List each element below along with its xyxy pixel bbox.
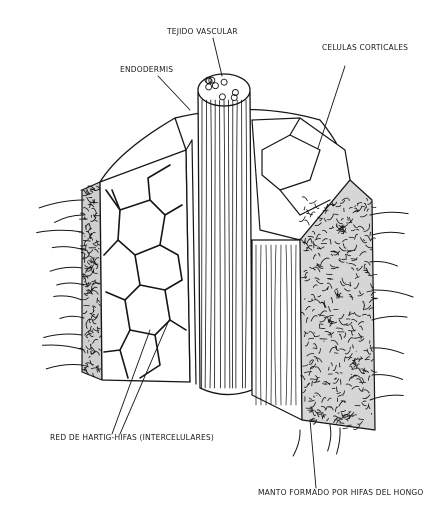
extramatrical-hypha bbox=[37, 230, 82, 232]
extramatrical-hypha bbox=[372, 375, 403, 380]
extramatrical-hypha bbox=[57, 283, 84, 285]
leader-tejido-vascular bbox=[213, 38, 222, 76]
hypha-strand bbox=[350, 347, 351, 349]
extramatrical-hypha bbox=[370, 348, 403, 354]
extramatrical-hypha bbox=[52, 247, 84, 250]
extramatrical-hypha bbox=[370, 262, 398, 267]
extramatrical-hypha bbox=[39, 200, 84, 208]
hypha-strand bbox=[84, 257, 85, 262]
extramatrical-hypha bbox=[372, 290, 413, 297]
extramatrical-hypha bbox=[55, 215, 85, 222]
extramatrical-hypha bbox=[337, 428, 341, 454]
extramatrical-hypha bbox=[54, 296, 82, 300]
extramatrical-hypha bbox=[372, 232, 404, 235]
extramatrical-hypha bbox=[372, 316, 407, 320]
extramatrical-hypha bbox=[370, 212, 408, 215]
extramatrical-hypha bbox=[43, 345, 85, 350]
extramatrical-hypha bbox=[46, 364, 82, 368]
leader-endodermis bbox=[158, 76, 190, 110]
hypha-strand bbox=[314, 333, 315, 334]
extramatrical-hypha bbox=[60, 316, 84, 318]
label-tejido-vascular: TEJIDO VASCULAR bbox=[166, 27, 238, 36]
label-endodermis: ENDODERMIS bbox=[120, 65, 173, 74]
extramatrical-hypha bbox=[328, 425, 331, 451]
hypha-strand bbox=[343, 428, 348, 429]
label-manto: MANTO FORMADO POR HIFAS DEL HONGO bbox=[258, 488, 424, 497]
label-red-hartig: RED DE HARTIG-HIFAS (INTERCELULARES) bbox=[50, 433, 214, 442]
extramatrical-hypha bbox=[44, 334, 82, 337]
extramatrical-hypha bbox=[50, 267, 82, 271]
extramatrical-hypha bbox=[293, 430, 300, 456]
vascular-cylinder bbox=[198, 74, 252, 395]
label-celulas-corticales: CELULAS CORTICALES bbox=[322, 43, 408, 52]
leader-manto bbox=[310, 420, 316, 488]
